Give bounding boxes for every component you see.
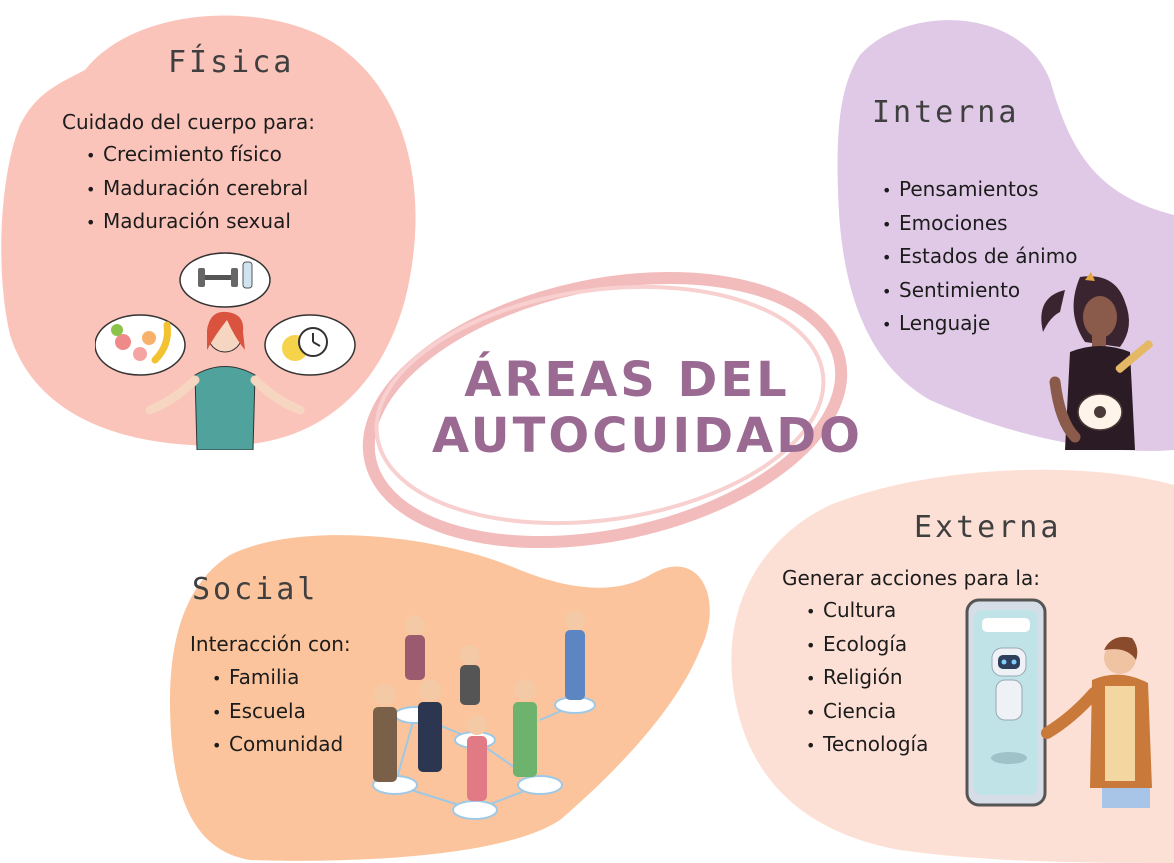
- interna-title: Interna: [872, 95, 1020, 130]
- social-item: Familia: [212, 661, 343, 695]
- social-item: Comunidad: [212, 728, 343, 762]
- interna-item: Pensamientos: [882, 173, 1077, 207]
- fisica-title: FÍsica: [168, 45, 295, 80]
- fisica-item: Maduración sexual: [86, 205, 308, 239]
- externa-list: Cultura Ecología Religión Ciencia Tecnol…: [806, 594, 928, 762]
- externa-item: Ciencia: [806, 695, 928, 729]
- fisica-list: Crecimiento físico Maduración cerebral M…: [86, 138, 308, 239]
- social-list: Familia Escuela Comunidad: [212, 661, 343, 762]
- interna-item: Lenguaje: [882, 307, 1077, 341]
- interna-item: Estados de ánimo: [882, 240, 1077, 274]
- externa-blob: [731, 469, 1174, 863]
- title-line-1: ÁREAS DEL: [464, 352, 790, 408]
- externa-item: Cultura: [806, 594, 928, 628]
- title-line-2: AUTOCUIDADO: [432, 408, 863, 464]
- social-title: Social: [192, 572, 319, 607]
- woman-figure: [145, 311, 305, 450]
- diagram-title: ÁREAS DEL AUTOCUIDADO: [432, 352, 863, 464]
- social-illustration: [372, 610, 596, 820]
- fisica-illustration: [95, 252, 356, 450]
- fruit-bubble: [95, 314, 186, 376]
- title-ellipse-inner: [374, 284, 826, 526]
- ukulele-woman-figure: [1041, 272, 1153, 450]
- interna-item: Emociones: [882, 207, 1077, 241]
- robot-icon: [991, 647, 1027, 764]
- fisica-item: Maduración cerebral: [86, 172, 308, 206]
- fruit-icon: [111, 321, 171, 364]
- fisica-item: Crecimiento físico: [86, 138, 308, 172]
- social-item: Escuela: [212, 695, 343, 729]
- externa-illustration: [965, 598, 1152, 808]
- fisica-intro: Cuidado del cuerpo para:: [62, 110, 316, 134]
- interna-illustration: [1041, 272, 1153, 450]
- externa-intro: Generar acciones para la:: [782, 566, 1040, 590]
- dumbbell-icon: [198, 261, 253, 289]
- externa-item: Religión: [806, 661, 928, 695]
- externa-title: Externa: [914, 510, 1062, 545]
- title-ellipse: [362, 271, 848, 549]
- people-figures: [373, 610, 585, 801]
- interna-item: Sentimiento: [882, 274, 1077, 308]
- externa-item: Ecología: [806, 628, 928, 662]
- man-figure: [1041, 636, 1152, 808]
- social-intro: Interacción con:: [190, 632, 351, 656]
- interna-list: Pensamientos Emociones Estados de ánimo …: [882, 173, 1077, 341]
- externa-item: Tecnología: [806, 728, 928, 762]
- clock-icon: [282, 327, 328, 361]
